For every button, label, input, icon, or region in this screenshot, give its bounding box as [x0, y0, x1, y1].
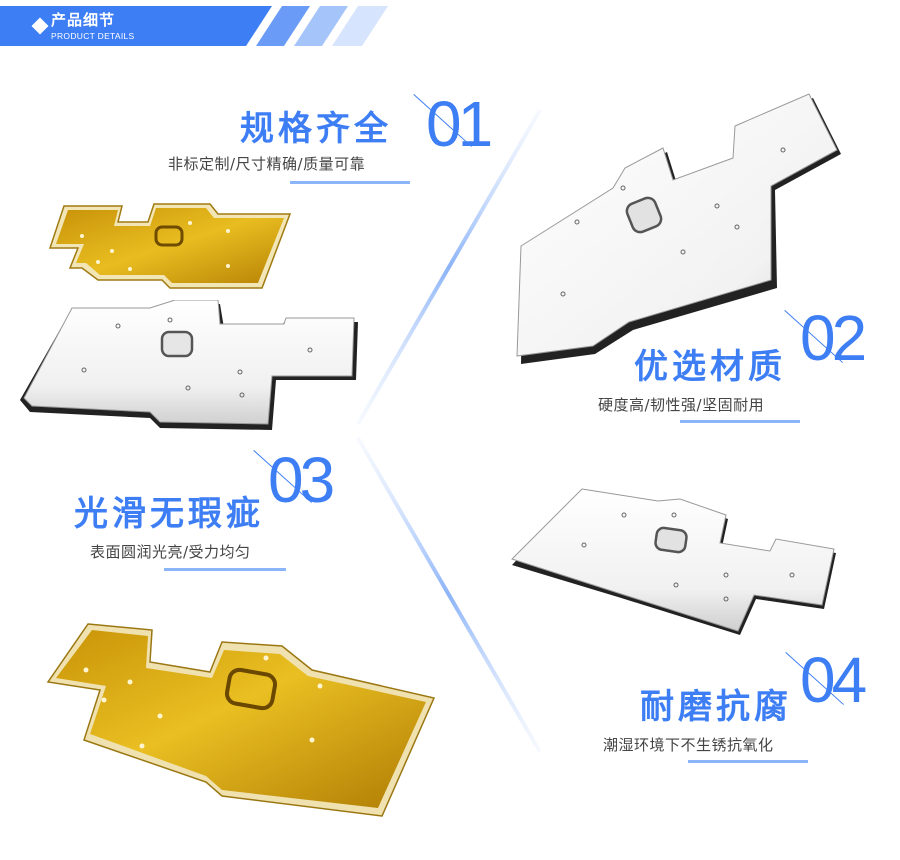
feature-number: 03	[268, 444, 335, 516]
feature-description: 表面圆润光亮/受力均匀	[90, 543, 251, 561]
feature-underline	[164, 568, 286, 571]
feature-title: 优选材质	[634, 347, 786, 387]
feature-underline	[688, 760, 808, 763]
feature-description: 非标定制/尺寸精确/质量可靠	[168, 155, 366, 173]
section-title: 产品细节	[51, 11, 116, 29]
feature-title: 耐磨抗腐	[640, 687, 792, 727]
gold-plate-image	[48, 203, 292, 289]
feature-description: 硬度高/韧性强/坚固耐用	[598, 396, 765, 414]
feature-title: 规格齐全	[240, 109, 392, 149]
feature-underline	[680, 420, 800, 423]
silver-plate-image	[20, 300, 358, 430]
feature-underline	[290, 181, 410, 184]
section-header-banner: 产品细节 PRODUCT DETAILS	[0, 6, 400, 46]
feature-title: 光滑无瑕疵	[74, 494, 264, 534]
feature-number: 02	[800, 302, 867, 374]
gold-plate-large-image	[46, 623, 436, 817]
feature-number: 01	[426, 88, 493, 160]
silver-plate-large-image	[516, 93, 841, 364]
section-subtitle: PRODUCT DETAILS	[51, 31, 135, 41]
silver-plate-flat-image	[511, 488, 836, 635]
banner-stripes	[0, 6, 388, 46]
feature-description: 潮湿环境下不生锈抗氧化	[603, 736, 774, 754]
feature-number: 04	[800, 644, 867, 716]
